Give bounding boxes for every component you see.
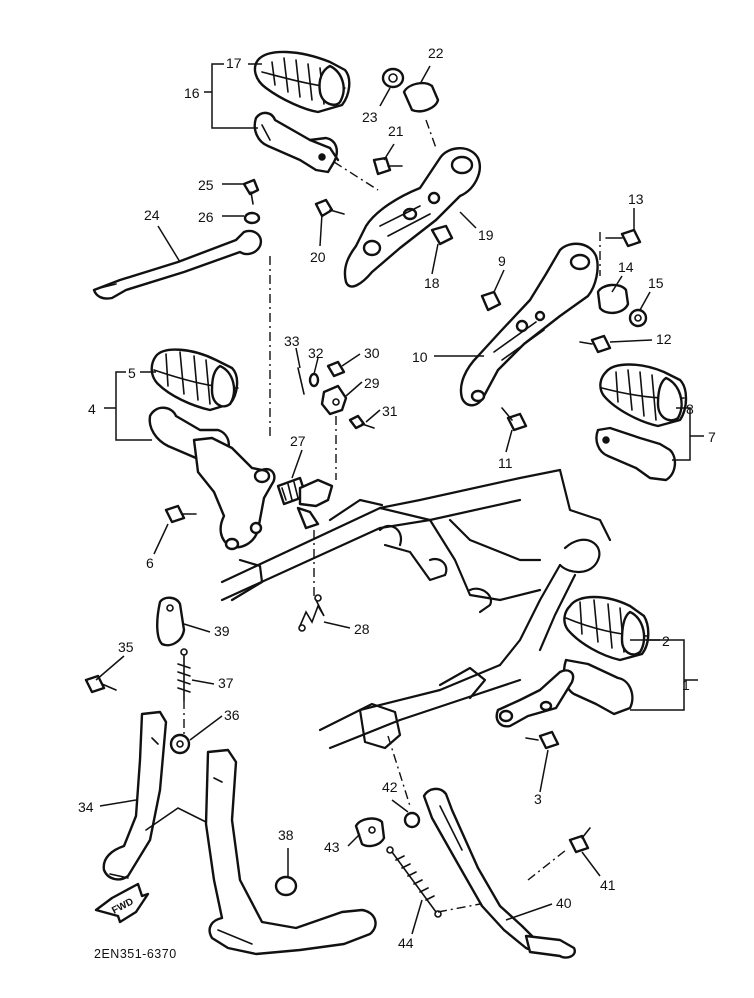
part-13-bolt <box>605 228 642 248</box>
part-switch-arm <box>296 478 334 530</box>
callout-9: 9 <box>498 253 506 269</box>
callout-16: 16 <box>184 85 200 101</box>
part-42-collar <box>403 811 421 829</box>
part-27-pedal-bracket <box>192 436 276 551</box>
part-12-bolt <box>579 334 612 354</box>
part-28-spring <box>298 594 325 632</box>
callout-29: 29 <box>364 375 380 391</box>
part-23-collar <box>381 67 405 89</box>
callout-15: 15 <box>648 275 664 291</box>
part-15-collar <box>628 308 648 328</box>
callout-24: 24 <box>144 207 160 223</box>
part-25-adjust-bolt <box>242 178 260 205</box>
callout-17: 17 <box>226 55 242 71</box>
callout-43: 43 <box>324 839 340 855</box>
callout-23: 23 <box>362 109 378 125</box>
part-38-bumper <box>274 875 298 897</box>
callout-6: 6 <box>146 555 154 571</box>
part-31-screw <box>348 414 375 430</box>
callout-44: 44 <box>398 935 414 951</box>
part-18-nut <box>430 224 454 246</box>
part-19-bracket <box>343 147 481 288</box>
callout-21: 21 <box>388 123 404 139</box>
part-33-pin <box>297 367 305 395</box>
callout-20: 20 <box>310 249 326 265</box>
callout-22: 22 <box>428 45 444 61</box>
callout-33: 33 <box>284 333 300 349</box>
part-11-bolt <box>501 407 528 432</box>
part-9-nut <box>480 290 502 312</box>
forward-arrow-icon: FWD <box>94 882 150 924</box>
part-16-footrest-assy <box>253 111 340 174</box>
part-29-switch-bracket <box>320 384 348 416</box>
part-22-sleeve <box>402 81 440 113</box>
callout-25: 25 <box>198 177 214 193</box>
callout-40: 40 <box>556 895 572 911</box>
callout-30: 30 <box>364 345 380 361</box>
part-1-footrest-assy <box>495 658 634 728</box>
callout-1: 1 <box>682 677 690 693</box>
callout-5: 5 <box>128 365 136 381</box>
callout-3: 3 <box>534 791 542 807</box>
part-14-sleeve <box>596 283 630 315</box>
part-2-rubber-footrest <box>563 595 650 662</box>
part-5-rubber-footrest <box>150 348 239 412</box>
callout-18: 18 <box>424 275 440 291</box>
callout-32: 32 <box>308 345 324 361</box>
part-43-plate <box>354 817 386 848</box>
part-39-plate <box>156 596 186 647</box>
callout-35: 35 <box>118 639 134 655</box>
part-8-rubber-footrest <box>599 363 688 428</box>
part-32-washer <box>308 372 320 388</box>
callout-14: 14 <box>618 259 634 275</box>
callout-36: 36 <box>224 707 240 723</box>
part-21-bolt <box>372 156 403 176</box>
callout-28: 28 <box>354 621 370 637</box>
callout-13: 13 <box>628 191 644 207</box>
callout-19: 19 <box>478 227 494 243</box>
callout-37: 37 <box>218 675 234 691</box>
callout-38: 38 <box>278 827 294 843</box>
callout-12: 12 <box>656 331 672 347</box>
part-24-brake-pedal <box>92 229 263 300</box>
part-3-bolt <box>525 730 560 750</box>
part-7-footrest-assy <box>595 426 677 482</box>
callout-2: 2 <box>662 633 670 649</box>
callout-8: 8 <box>686 401 694 417</box>
drawing-code: 2EN351-6370 <box>94 947 177 961</box>
callout-41: 41 <box>600 877 616 893</box>
part-26-washer <box>243 211 261 225</box>
callout-26: 26 <box>198 209 214 225</box>
callout-4: 4 <box>88 401 96 417</box>
callout-10: 10 <box>412 349 428 365</box>
callout-7: 7 <box>708 429 716 445</box>
part-17-rubber-footrest <box>253 50 351 114</box>
frame-structure <box>220 468 612 750</box>
part-37-spring <box>177 648 191 701</box>
part-10-bracket <box>459 242 599 407</box>
callout-27: 27 <box>290 433 306 449</box>
part-6-bolt <box>164 504 197 524</box>
callout-31: 31 <box>382 403 398 419</box>
part-35-bolt <box>84 674 117 694</box>
part-34-main-stand <box>102 710 377 956</box>
part-40-side-stand <box>422 787 576 959</box>
part-41-switch <box>568 827 591 854</box>
part-20-bolt <box>314 198 345 218</box>
callout-42: 42 <box>382 779 398 795</box>
leader-lines <box>95 63 704 935</box>
callout-11: 11 <box>498 455 513 471</box>
callout-labels: 1 2 3 4 5 6 7 8 9 10 11 12 13 14 15 16 1… <box>78 45 716 951</box>
part-44-spring <box>386 846 442 918</box>
callout-34: 34 <box>78 799 94 815</box>
callout-39: 39 <box>214 623 230 639</box>
part-30-nut <box>326 360 346 378</box>
part-36-collar <box>169 733 191 755</box>
